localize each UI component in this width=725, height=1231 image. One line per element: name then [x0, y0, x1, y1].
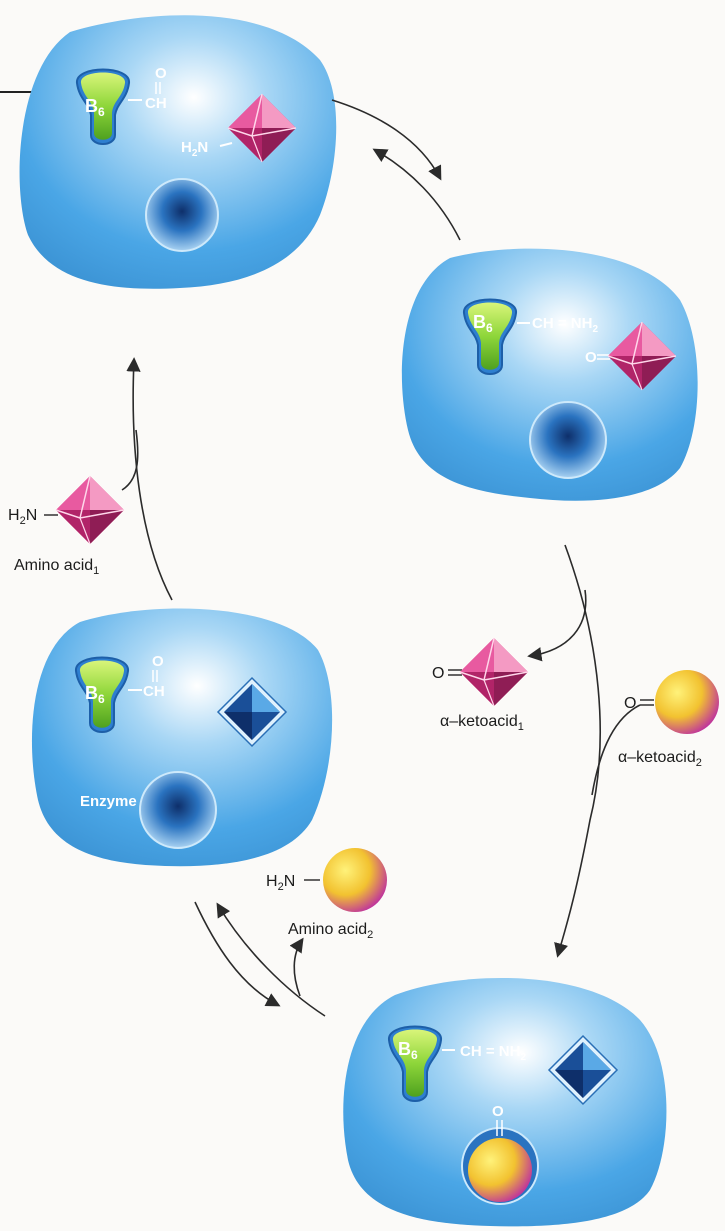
svg-text:H2N: H2N [8, 507, 37, 527]
b6-label: B [473, 312, 486, 332]
ketoacid-2-free: O α–ketoacid2 [618, 670, 719, 769]
svg-text:Amino acid1: Amino acid1 [14, 557, 99, 577]
amino-acid-2-free: H2N Amino acid2 [266, 848, 387, 941]
arrow-forward-bottom [195, 902, 278, 1005]
active-site-pocket [146, 179, 218, 251]
ketoacid-1-label: α–ketoacid [440, 713, 518, 730]
active-site-pocket [530, 402, 606, 478]
enzyme-state-left: B6 O CH Enzyme [32, 609, 332, 867]
ketoacid-2-label: α–ketoacid [618, 749, 696, 766]
aldehyde-oxygen-label: O [152, 653, 164, 670]
arrow-right-down [558, 545, 600, 955]
ch-nh2-label: CH = NH [532, 315, 592, 332]
amino-acid-2-icon [323, 848, 387, 912]
arrow-forward-top [332, 100, 440, 178]
aldehyde-oxygen-label: O [155, 65, 167, 82]
b6-label: B [85, 96, 98, 116]
b6-label: B [398, 1039, 411, 1059]
arrow-release-ketoacid-1 [530, 590, 586, 656]
ketoacid-1-oxygen-label: O [432, 665, 444, 682]
ketoacid-1-free: O α–ketoacid1 [432, 638, 528, 733]
ch-nh2-label: CH = NH [460, 1043, 520, 1060]
amino-acid-1-icon [56, 476, 124, 544]
amino-acid-2-label: Amino acid [288, 921, 367, 938]
keto-oxygen-label: O [492, 1103, 504, 1120]
b6-label: B [85, 683, 98, 703]
active-site-pocket [140, 772, 216, 848]
arrow-reverse-top [375, 150, 460, 240]
keto-oxygen-label: O [585, 349, 597, 366]
ketoacid-2-bound-icon [468, 1138, 532, 1202]
ketoacid-2-icon [655, 670, 719, 734]
enzyme-label: Enzyme [80, 793, 137, 810]
ketoacid-1-icon [460, 638, 528, 706]
svg-text:α–ketoacid1: α–ketoacid1 [440, 713, 524, 733]
arrow-left-up [133, 360, 172, 600]
enzyme-state-right: B6 CH = NH2 O [402, 249, 698, 501]
svg-text:H2N: H2N [266, 873, 295, 893]
enzyme-state-bottom: B6 CH = NH2 O [343, 978, 666, 1226]
arrow-release-amino-acid-2 [294, 940, 302, 996]
ch-label: CH [143, 683, 165, 700]
svg-text:Amino acid2: Amino acid2 [288, 921, 373, 941]
amino-acid-1-free: H2N Amino acid1 [8, 476, 124, 577]
ch-label: CH [145, 95, 167, 112]
svg-text:α–ketoacid2: α–ketoacid2 [618, 749, 702, 769]
ketoacid-2-oxygen-label: O [624, 695, 636, 712]
enzyme-state-top-left: B6 O CH H2N [20, 15, 337, 288]
amino-acid-1-label: Amino acid [14, 557, 93, 574]
